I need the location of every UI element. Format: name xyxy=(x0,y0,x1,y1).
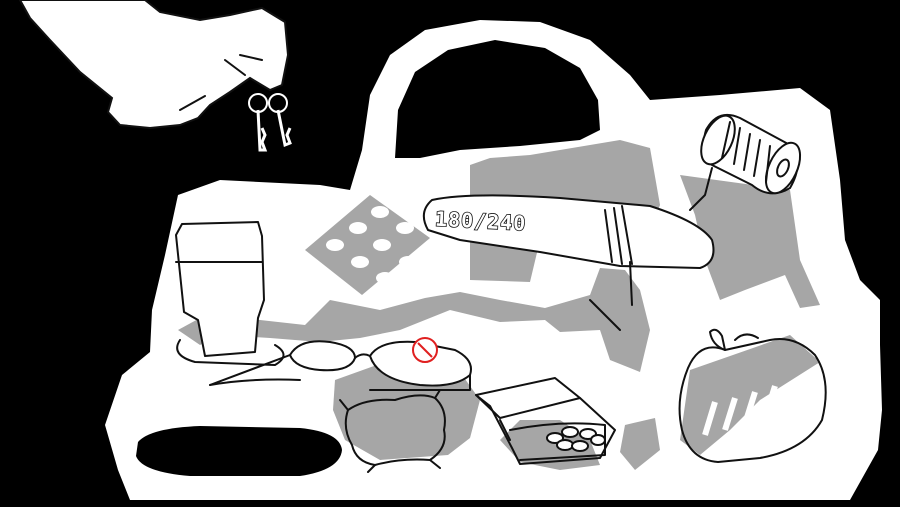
cable xyxy=(209,299,621,386)
pillow-icon[interactable] xyxy=(339,389,446,473)
thread-spool-icon[interactable] xyxy=(689,111,807,211)
lego-brick-icon[interactable] xyxy=(326,206,417,284)
no-entry-icon[interactable] xyxy=(412,337,438,363)
ghost-comb xyxy=(680,335,820,455)
ghost-comb-top xyxy=(680,175,820,308)
lunchbox-contents xyxy=(546,426,606,452)
keys-icon[interactable] xyxy=(248,93,292,152)
counter-board[interactable]: 180/240 xyxy=(422,194,715,306)
comb-icon[interactable] xyxy=(702,381,796,436)
bag-handle-hole xyxy=(395,40,600,158)
lunchbox-icon[interactable] xyxy=(475,377,616,465)
sunglasses-icon[interactable] xyxy=(209,340,472,391)
ghost-pillow xyxy=(333,362,480,460)
ghost-cable xyxy=(178,268,650,372)
ghost-drop xyxy=(620,418,660,470)
counter-text: 180/240 xyxy=(434,207,526,236)
hand-icon[interactable] xyxy=(18,0,290,130)
apple-icon[interactable] xyxy=(678,328,827,463)
ghost-brick xyxy=(305,195,430,295)
bag-bottom-hole xyxy=(136,426,342,476)
hand-with-keys[interactable] xyxy=(18,0,292,152)
glass-icon[interactable] xyxy=(175,221,285,366)
